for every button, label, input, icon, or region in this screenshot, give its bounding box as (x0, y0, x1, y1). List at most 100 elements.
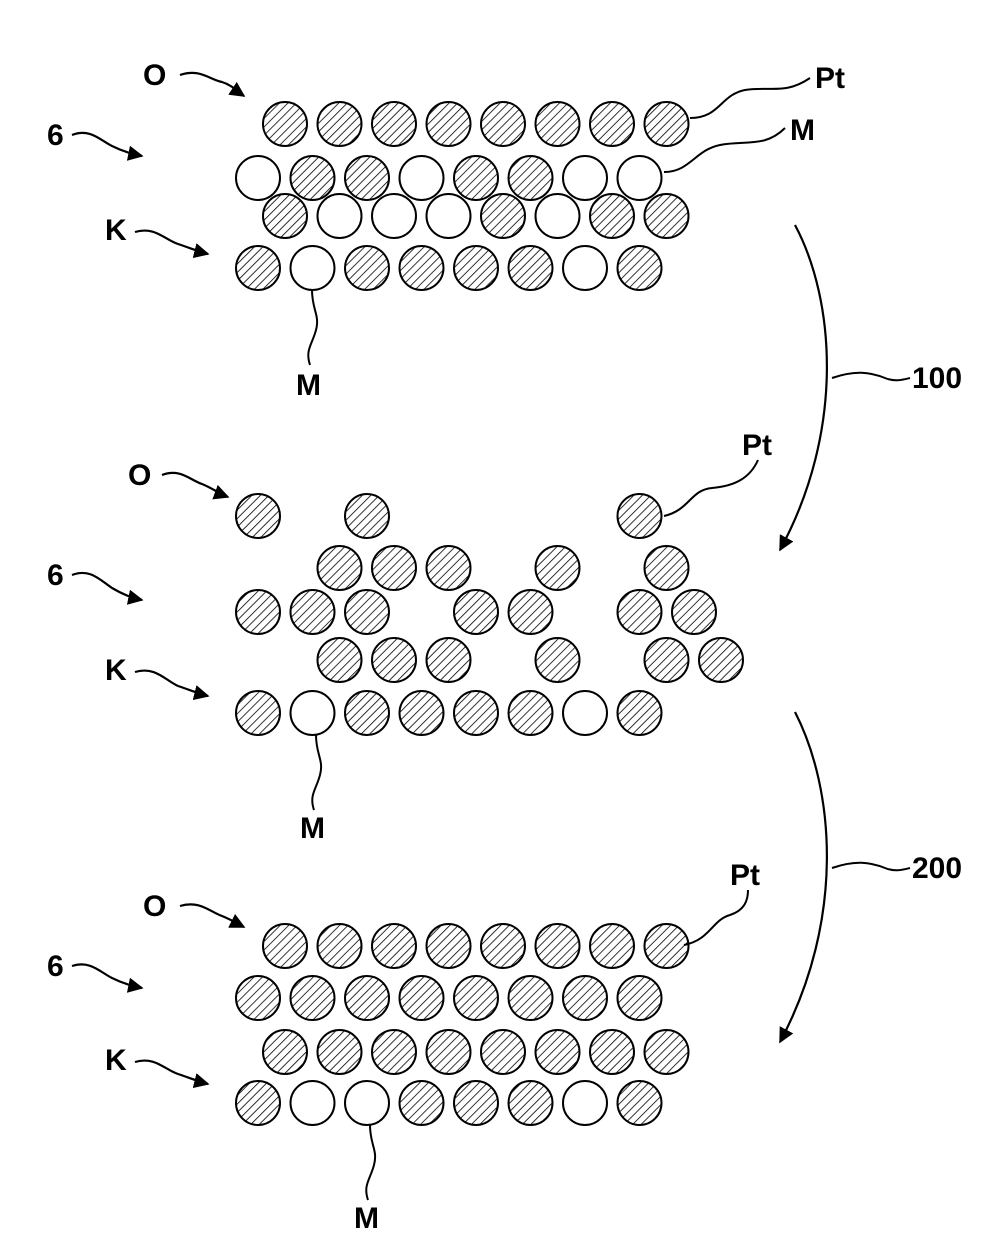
pt-particle (400, 691, 444, 735)
pt-particle (454, 246, 498, 290)
label-step-100: 100 (912, 362, 962, 395)
pt-particle (427, 102, 471, 146)
pt-particle (536, 102, 580, 146)
pt-particle (481, 1030, 525, 1074)
pointer-O-1 (180, 73, 244, 96)
pt-particle (427, 638, 471, 682)
pt-particle (645, 1030, 689, 1074)
pointer-O-3 (180, 904, 244, 927)
pt-particle (318, 924, 362, 968)
pt-particle (263, 194, 307, 238)
pt-particle (263, 102, 307, 146)
metal-particle (536, 194, 580, 238)
pointer-6-2 (72, 573, 142, 600)
leader-step-200 (832, 863, 910, 871)
pointer-K-1 (135, 231, 208, 254)
metal-particle (372, 194, 416, 238)
metal-particle (563, 1081, 607, 1125)
pt-particle (536, 924, 580, 968)
pt-particle (509, 976, 553, 1020)
metal-particle (427, 194, 471, 238)
pt-particle (427, 924, 471, 968)
pt-particle (372, 546, 416, 590)
leader-Pt-3 (684, 890, 748, 945)
label-6-3: 6 (47, 950, 64, 983)
pointer-K-3 (135, 1061, 208, 1084)
pt-particle (291, 976, 335, 1020)
metal-particle (618, 156, 662, 200)
label-Pt-3: Pt (730, 859, 760, 892)
stage-restored-particles (236, 924, 689, 1125)
pt-particle (345, 691, 389, 735)
leader-M-3 (366, 1125, 375, 1200)
pt-particle (345, 246, 389, 290)
label-Pt-2: Pt (742, 429, 772, 462)
process-step-100: 100 (780, 225, 962, 550)
pt-particle (345, 976, 389, 1020)
pt-particle (618, 494, 662, 538)
pt-particle (372, 638, 416, 682)
pt-particle (236, 246, 280, 290)
pt-particle (454, 590, 498, 634)
pt-particle (454, 1081, 498, 1125)
leader-step-100 (832, 373, 910, 381)
label-M-3: M (354, 1202, 379, 1235)
pt-particle (590, 194, 634, 238)
metal-particle (345, 1081, 389, 1125)
pt-particle (536, 546, 580, 590)
metal-particle (291, 691, 335, 735)
label-O-3: O (143, 890, 166, 923)
pt-particle (291, 590, 335, 634)
label-K-3: K (105, 1044, 127, 1077)
pt-particle (400, 976, 444, 1020)
metal-particle (563, 156, 607, 200)
label-6-1: 6 (47, 119, 64, 152)
leader-Pt-2 (664, 460, 758, 516)
pt-particle (372, 102, 416, 146)
metal-particle (291, 1081, 335, 1125)
pt-particle (291, 156, 335, 200)
stage-dealloyed-particles (236, 494, 743, 735)
metal-particle (236, 156, 280, 200)
pt-particle (236, 590, 280, 634)
arrow-step-200 (780, 712, 827, 1042)
pt-particle (590, 1030, 634, 1074)
pt-particle (318, 102, 362, 146)
pt-particle (427, 1030, 471, 1074)
pt-particle (672, 590, 716, 634)
pt-particle (454, 691, 498, 735)
pt-particle (645, 546, 689, 590)
pt-particle (509, 590, 553, 634)
metal-particle (291, 246, 335, 290)
pt-particle (400, 246, 444, 290)
pt-particle (236, 691, 280, 735)
metal-particle (318, 194, 362, 238)
pt-particle (481, 194, 525, 238)
pt-particle (236, 494, 280, 538)
metal-particle (563, 246, 607, 290)
pt-particle (563, 976, 607, 1020)
pt-particle (263, 924, 307, 968)
label-K-1: K (105, 214, 127, 247)
pointer-6-1 (72, 133, 142, 156)
metal-particle (400, 156, 444, 200)
pt-particle (536, 1030, 580, 1074)
pt-particle (481, 924, 525, 968)
pt-particle (509, 156, 553, 200)
leader-M-1b (308, 290, 317, 365)
stage-initial-particles (236, 102, 689, 290)
pt-particle (481, 102, 525, 146)
pt-particle (236, 1081, 280, 1125)
label-6-2: 6 (47, 559, 64, 592)
label-step-200: 200 (912, 852, 962, 885)
pt-particle (372, 924, 416, 968)
pt-particle (536, 638, 580, 682)
pt-particle (454, 976, 498, 1020)
pt-particle (618, 246, 662, 290)
pt-particle (345, 494, 389, 538)
pt-particle (618, 1081, 662, 1125)
pt-particle (318, 1030, 362, 1074)
pt-particle (645, 638, 689, 682)
pt-particle (590, 924, 634, 968)
leader-Pt-1 (690, 78, 810, 118)
